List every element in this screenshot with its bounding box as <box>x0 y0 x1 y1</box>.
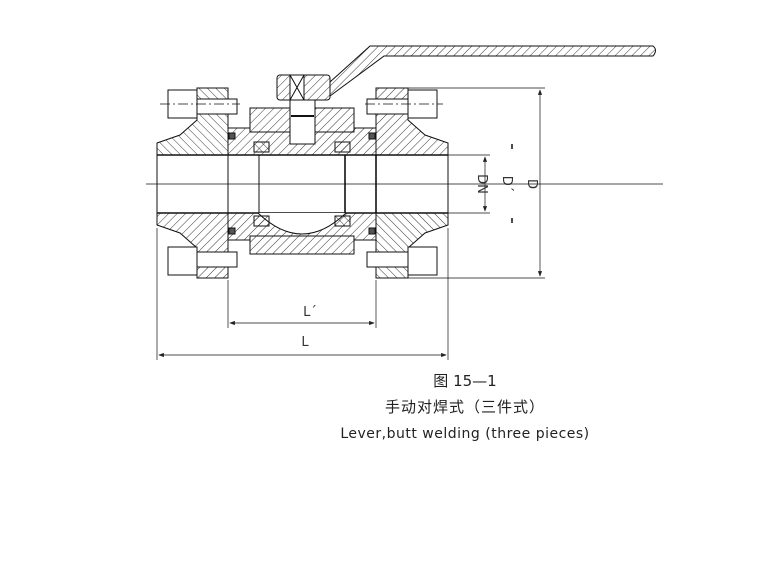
figure-title-english: Lever,butt welding (three pieces) <box>340 426 590 442</box>
label-l: L <box>301 335 309 350</box>
bolt-top-left <box>160 89 240 119</box>
label-l-prime: L´ <box>303 305 317 320</box>
label-d: D <box>524 179 539 189</box>
bolt-top-right <box>365 89 443 119</box>
figure-number: 图 15—1 <box>433 372 497 390</box>
label-d-prime: D´ <box>499 176 514 193</box>
lever-arm <box>329 45 656 97</box>
bolt-bottom-left <box>167 246 238 276</box>
bolt-bottom-right <box>366 246 438 276</box>
figure-title-chinese: 手动对焊式（三件式） <box>384 398 545 416</box>
stem <box>289 99 316 145</box>
label-dn: DN <box>474 174 489 194</box>
